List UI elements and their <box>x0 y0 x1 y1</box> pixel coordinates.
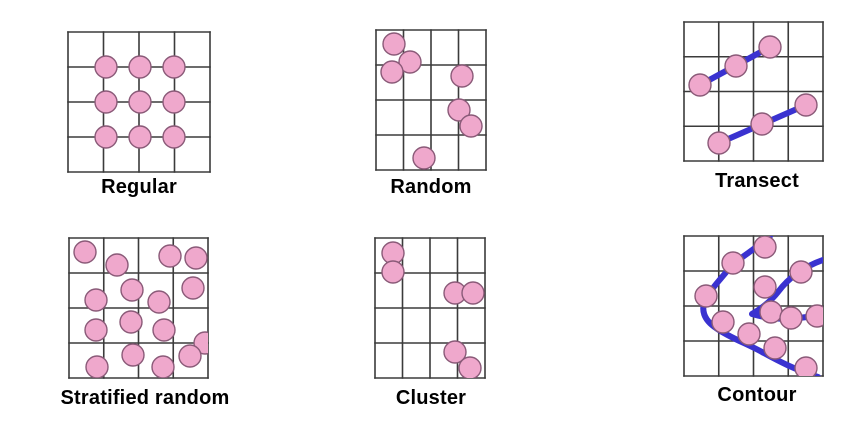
sample-point <box>458 356 482 378</box>
sample-point <box>128 90 152 114</box>
sample-point <box>382 32 406 56</box>
sample-point <box>84 288 108 312</box>
sample-point <box>94 55 118 79</box>
sample-point <box>707 131 731 155</box>
sample-point <box>805 304 823 328</box>
panel-cluster: Cluster <box>374 237 486 409</box>
sample-point <box>398 50 422 74</box>
sample-point <box>151 355 175 378</box>
sample-point <box>158 244 182 268</box>
sample-point <box>461 281 485 305</box>
sample-point <box>121 343 145 367</box>
sample-point <box>380 60 404 84</box>
sample-point <box>94 90 118 114</box>
sample-point <box>737 322 761 346</box>
sample-point <box>750 112 774 136</box>
panel-transect: Transect <box>683 21 824 192</box>
sample-point <box>779 306 803 330</box>
sample-point <box>119 310 143 334</box>
sample-point <box>794 93 818 117</box>
sample-point <box>694 284 718 308</box>
sample-point <box>794 356 818 376</box>
sample-point <box>724 54 748 78</box>
panel-regular: Regular <box>67 31 211 198</box>
sample-point <box>162 125 186 149</box>
sample-point <box>753 236 777 259</box>
panel-content-cluster <box>381 241 485 378</box>
panel-label-random: Random <box>390 176 471 198</box>
sample-point <box>162 90 186 114</box>
sample-point <box>152 318 176 342</box>
sample-point <box>84 318 108 342</box>
panel-content-transect <box>688 35 818 155</box>
panel-content-contour <box>694 236 823 376</box>
sample-point <box>73 240 97 264</box>
panel-content-stratified-random <box>73 240 208 378</box>
sample-point <box>162 55 186 79</box>
sample-point <box>120 278 144 302</box>
panel-label-stratified-random: Stratified random <box>61 387 230 409</box>
sample-point <box>147 290 171 314</box>
sample-point <box>759 300 783 324</box>
panel-label-cluster: Cluster <box>396 387 466 409</box>
panel-random: Random <box>375 29 487 198</box>
sample-point <box>450 64 474 88</box>
sample-point <box>412 146 436 170</box>
sample-point <box>105 253 129 277</box>
sample-point <box>184 246 208 270</box>
sample-point <box>178 344 202 368</box>
panel-label-transect: Transect <box>715 170 799 192</box>
sample-point <box>789 260 813 284</box>
sample-point <box>459 114 483 138</box>
grid-transect <box>683 21 824 162</box>
panel-stratified-random: Stratified random <box>61 237 230 409</box>
sample-point <box>688 73 712 97</box>
sample-point <box>763 336 787 360</box>
sample-point <box>758 35 782 59</box>
grid-cluster <box>374 237 486 379</box>
panel-contour: Contour <box>683 235 824 406</box>
sample-point <box>381 260 405 284</box>
sample-point <box>85 355 109 378</box>
panel-label-contour: Contour <box>717 384 796 406</box>
panel-content-random <box>380 32 483 170</box>
sample-point <box>721 251 745 275</box>
sample-point <box>711 310 735 334</box>
panel-content-regular <box>94 55 186 149</box>
sample-point <box>753 275 777 299</box>
panel-label-regular: Regular <box>101 176 177 198</box>
sample-point <box>443 340 467 364</box>
sample-point <box>181 276 205 300</box>
sample-point <box>447 98 471 122</box>
sample-point <box>94 125 118 149</box>
sample-point <box>128 55 152 79</box>
sample-point <box>128 125 152 149</box>
